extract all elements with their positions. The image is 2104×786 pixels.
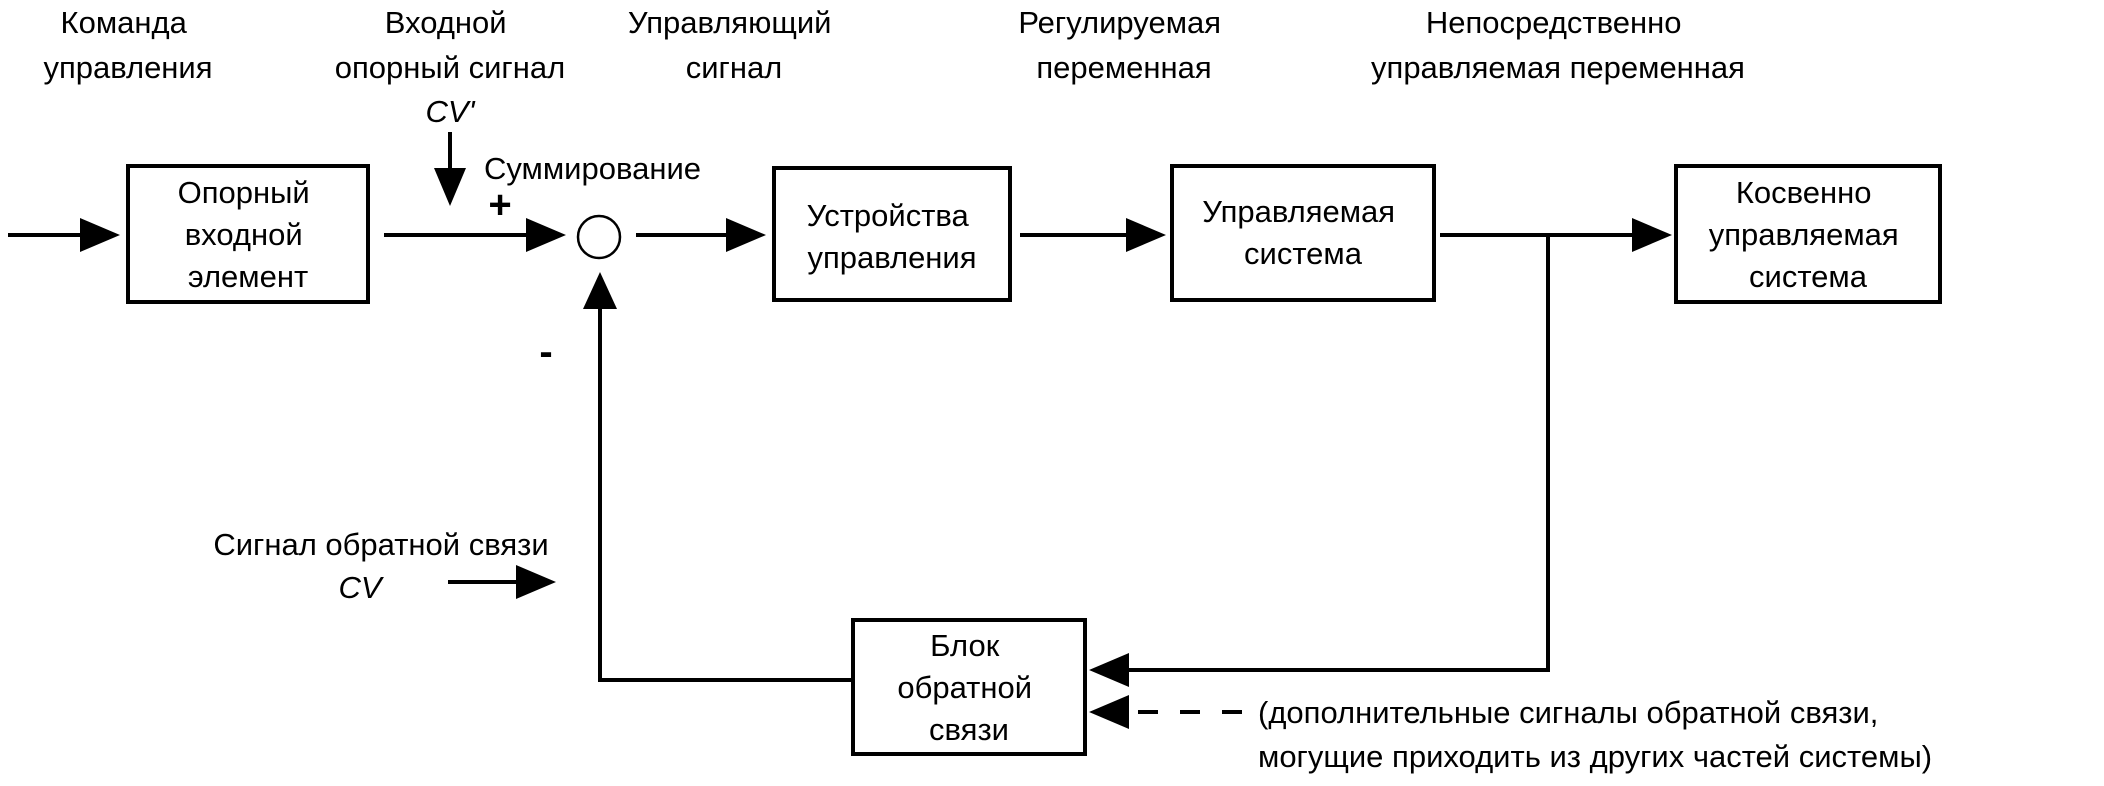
feedback-takeoff-line [1125,235,1550,672]
controlled-system-block [1170,164,1436,302]
reference-input-block [126,164,370,304]
plus-sign: + [488,183,511,227]
feedback-return-line [598,305,851,682]
additional-feedback-label: (дополнительные сигналы обратной связи, … [1258,695,1932,774]
feedback-block-label: Блок обратной связи [897,628,1040,747]
reference-down-head [434,168,466,206]
indirect-system-block-label: Косвенно управляемая система [1709,175,1908,294]
control-device-block-label: Устройства управления [807,198,978,275]
feedback-symbol-label: CV [338,570,384,605]
ref-to-sum-head [526,218,566,252]
reference-symbol-label: CV' [426,94,476,129]
controlled-system-block-label: Управляемая система [1202,194,1403,271]
summing-junction [576,214,622,260]
feedback-takeoff-head [1089,653,1129,687]
direct-variable-label: Непосредственно управляемая переменная [1371,5,1745,85]
controlled-variable-label: Регулируемая переменная [1018,5,1229,85]
summation-label: Суммирование [484,151,701,186]
system-to-indirect-head [1632,218,1672,252]
control-device-block [772,166,1012,302]
controller-to-system-head [1126,218,1166,252]
feedback-return-head [583,272,617,309]
feedback-signal-arrow-head [516,565,556,599]
reference-signal-label: Входной опорный сигнал [335,5,565,85]
sum-to-controller-head [726,218,766,252]
feedback-block [851,618,1087,756]
input-arrow-head [80,218,120,252]
feedback-signal-label: Сигнал обратной связи [213,527,548,562]
command-label: Команда управления [43,5,212,85]
additional-feedback-head [1089,695,1129,729]
minus-sign: - [539,330,552,374]
actuating-signal-label: Управляющий сигнал [628,5,840,85]
reference-input-block-label: Опорный входной элемент [178,175,319,294]
indirect-system-block [1674,164,1942,304]
